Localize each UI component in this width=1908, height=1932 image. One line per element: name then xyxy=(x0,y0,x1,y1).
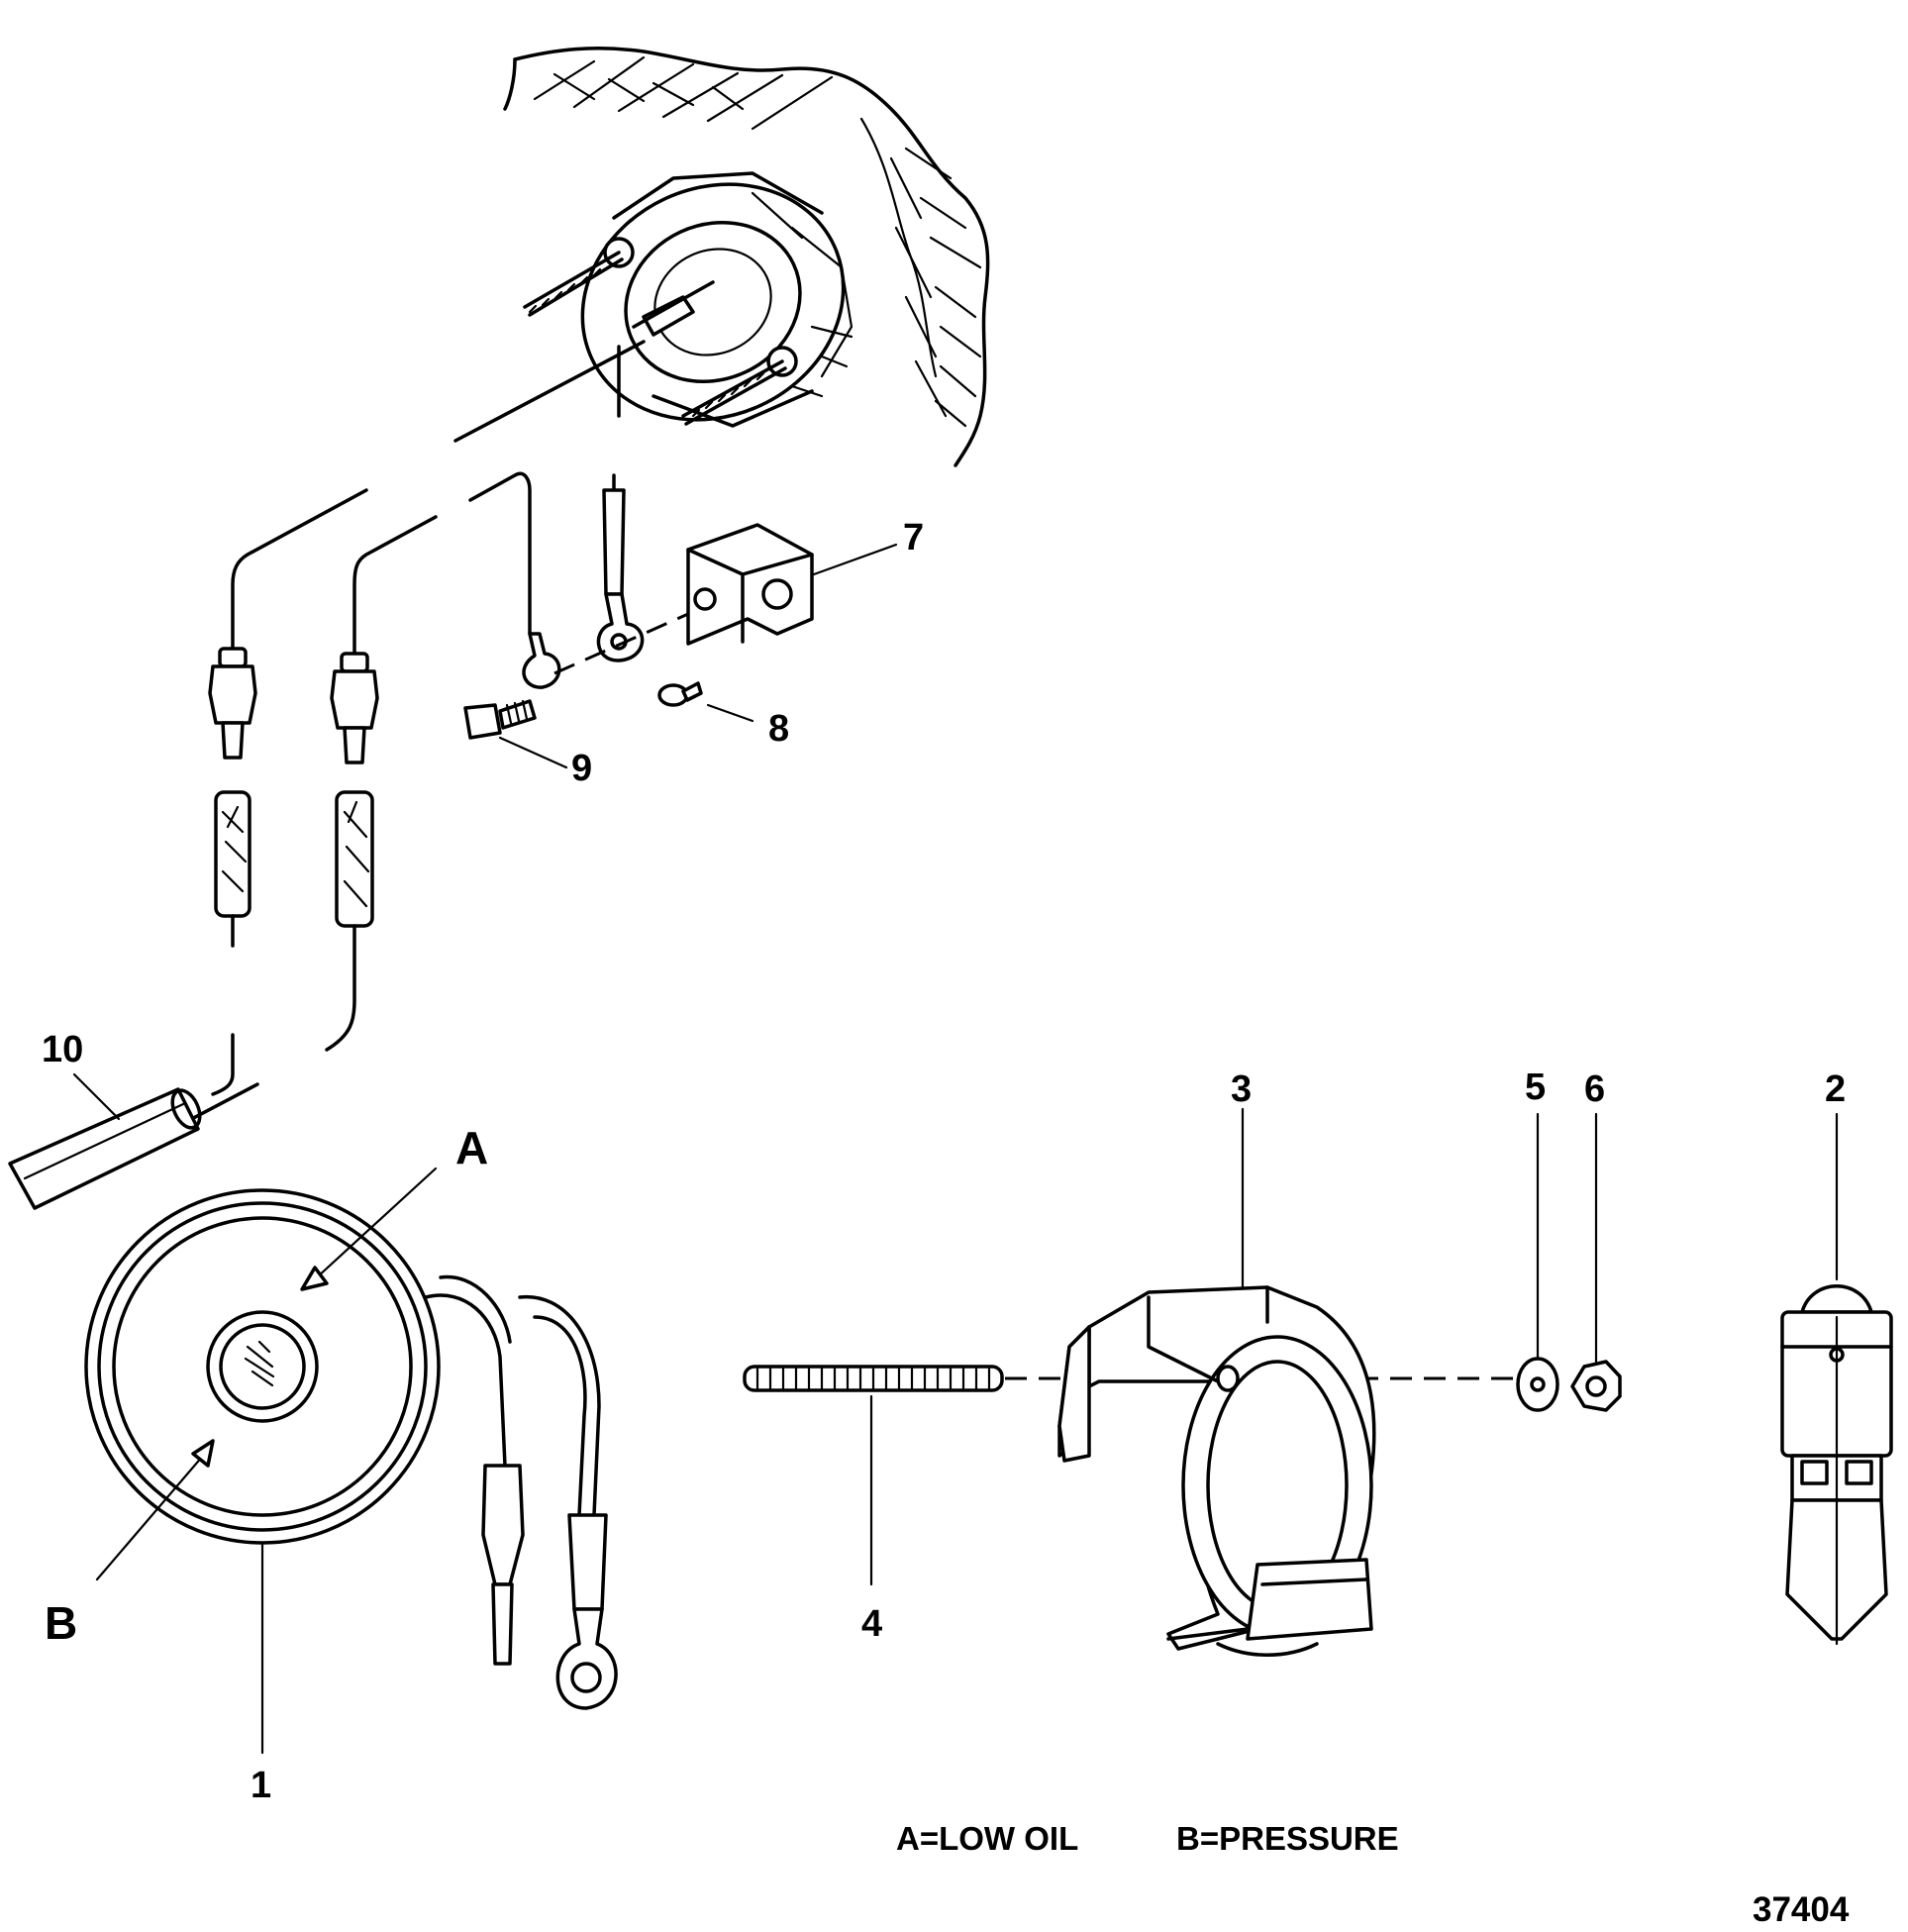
top-sensor-mount xyxy=(523,171,854,428)
leader-7 xyxy=(812,543,898,576)
callout-2: 2 xyxy=(1825,1068,1846,1110)
legend-pressure: B=PRESSURE xyxy=(1176,1820,1399,1857)
callout-6: 6 xyxy=(1584,1068,1605,1110)
callout-3: 3 xyxy=(1231,1068,1252,1110)
callout-8: 8 xyxy=(768,708,789,750)
leader-9 xyxy=(498,736,568,769)
arrow-a xyxy=(300,1266,329,1291)
screw-9-part xyxy=(463,699,537,740)
engine-block-outline xyxy=(503,46,990,467)
leader-lines xyxy=(72,543,1839,1755)
callout-5: 5 xyxy=(1525,1067,1546,1108)
bullet-connector-left xyxy=(208,647,257,948)
nut-6-part xyxy=(1570,1360,1622,1412)
callout-1: 1 xyxy=(251,1765,271,1806)
leader-a xyxy=(315,1167,438,1279)
callout-10: 10 xyxy=(42,1029,83,1070)
label-b: B xyxy=(45,1597,77,1649)
leader-b xyxy=(95,1454,205,1581)
leader-8 xyxy=(706,703,754,723)
callout-9: 9 xyxy=(571,748,592,789)
leader-10 xyxy=(72,1072,121,1121)
washer-5-part xyxy=(1516,1357,1559,1412)
callout-4: 4 xyxy=(861,1603,882,1645)
ring-terminals xyxy=(522,488,645,689)
assembly-line-bracket xyxy=(553,612,689,675)
switch-2-part xyxy=(1780,1284,1893,1646)
callout-7: 7 xyxy=(903,517,924,559)
bracket-7-part xyxy=(686,523,814,646)
top-wiring xyxy=(231,340,646,656)
arrow-b xyxy=(191,1439,215,1468)
screw-8-part xyxy=(657,681,703,707)
stud-4-part xyxy=(743,1365,1004,1392)
sensor-1-part xyxy=(84,1188,618,1710)
figure-number: 37404 xyxy=(1753,1890,1850,1929)
legend-low-oil: A=LOW OIL xyxy=(896,1820,1078,1857)
bullet-connector-right xyxy=(325,652,379,1052)
tube-10-part xyxy=(8,1033,259,1210)
clamp-3-part xyxy=(1057,1285,1376,1657)
label-a: A xyxy=(455,1122,488,1173)
